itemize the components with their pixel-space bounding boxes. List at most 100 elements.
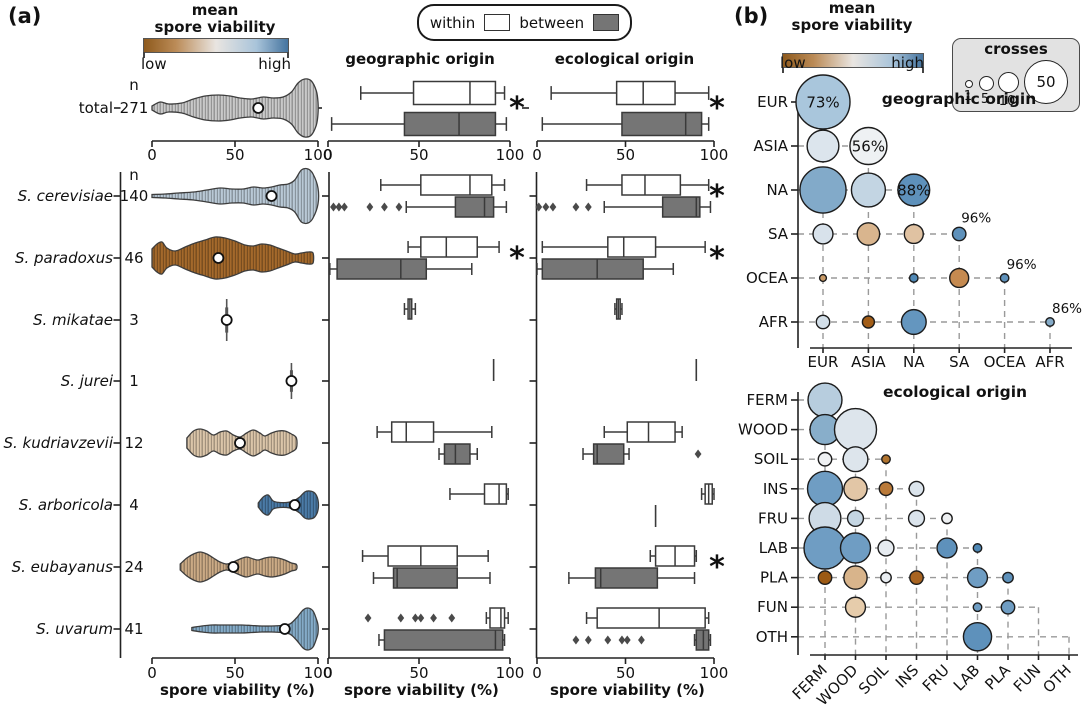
violin-plot xyxy=(151,78,320,651)
crosses-size-5-label: 5 xyxy=(980,92,990,107)
geo-bubble-ocea-ocea xyxy=(999,273,1010,283)
mean-dot-s-arboricola xyxy=(288,499,301,511)
eco-row-label-ins: INS xyxy=(763,480,788,498)
eco-bubble-soil-soil xyxy=(881,454,891,465)
eco-boxplot: **** xyxy=(535,80,725,651)
svg-text:0: 0 xyxy=(532,146,542,164)
within-swatch xyxy=(484,14,511,31)
geo-xaxis-title: spore viability (%) xyxy=(344,681,499,699)
n-value-s-uvarum: 41 xyxy=(124,620,143,638)
svg-text:50: 50 xyxy=(616,664,635,682)
geo-box-s-arboricola xyxy=(449,483,509,505)
within-label: within xyxy=(429,13,476,32)
crosses-size-1-circle xyxy=(965,80,973,88)
geo-bubble-sa-asia xyxy=(856,222,881,246)
eco-bubble-fru-ins xyxy=(907,509,926,528)
eco-row-label-wood: WOOD xyxy=(738,421,788,439)
crosses-legend-title: crosses xyxy=(984,40,1048,58)
eco-col-label-fru: FRU xyxy=(919,661,953,695)
svg-text:100: 100 xyxy=(700,146,729,164)
eco-bubble-pla-ins xyxy=(909,570,924,586)
crosses-size-50-circle: 50 xyxy=(1024,60,1068,104)
geo-col-label-sa: SA xyxy=(949,353,970,371)
row-label-s-uvarum: S. uvarum xyxy=(36,620,113,638)
eco-bubble-lab-wood xyxy=(839,532,872,564)
geo-box-total: * xyxy=(330,80,525,137)
mean-dot-s-mikatae xyxy=(220,314,233,326)
eco-bubble-ins-ferm xyxy=(806,470,844,507)
n-value-s-kudriavzevii: 12 xyxy=(124,434,143,452)
colorbar-b-gradient xyxy=(782,53,924,73)
geo-col-label-na: NA xyxy=(903,353,925,371)
violin-s-paradoxus xyxy=(151,236,315,280)
crosses-size-5-circle xyxy=(979,76,994,91)
eco-col-label-oth: OTH xyxy=(1039,661,1075,697)
geo-boxplot: ** xyxy=(329,80,525,651)
geo-box-s-uvarum xyxy=(364,607,509,651)
geo-col-label-asia: ASIA xyxy=(851,353,886,371)
eco-row-label-lab: LAB xyxy=(759,539,788,557)
eco-box-s-uvarum xyxy=(572,607,712,651)
geo-bubble-afr-eur xyxy=(815,314,831,330)
geo-box-s-cerevisiae xyxy=(330,174,508,218)
eco-row-label-ferm: FERM xyxy=(747,391,788,409)
violin-s-kudriavzevii xyxy=(186,428,298,458)
eco-bubble-pla-lab xyxy=(966,566,989,589)
n-value-s-jurei: 1 xyxy=(129,372,139,390)
eco-matrix-title: ecological origin xyxy=(882,383,1028,401)
eco-bubble-fun-lab xyxy=(972,602,983,613)
colorbar-a-title-line1: mean xyxy=(191,1,239,19)
mean-dot-total xyxy=(252,102,265,114)
mean-dot-s-jurei xyxy=(285,375,298,387)
eco-bubble-lab-ferm xyxy=(803,526,847,570)
eco-bubble-oth-lab xyxy=(962,622,993,652)
eco-row-label-fun: FUN xyxy=(757,598,788,616)
colorbar-b-title: mean spore viability xyxy=(780,0,924,34)
colorbar-b-low-label: low xyxy=(780,54,806,72)
geo-bubble-na-eur xyxy=(799,166,847,214)
geo-significance-star-total: * xyxy=(509,91,525,126)
mean-dot-s-kudriavzevii xyxy=(234,437,246,449)
crosses-size-10-label: 10 xyxy=(998,94,1016,109)
svg-text:50: 50 xyxy=(225,664,244,682)
eco-row-label-fru: FRU xyxy=(758,509,788,527)
eco-box-s-cerevisiae: * xyxy=(535,174,725,218)
eco-col-label-pla: PLA xyxy=(981,661,1014,694)
geo-pct-ocea: 96% xyxy=(1007,257,1037,273)
between-label: between xyxy=(519,13,585,32)
geo-bubble-sa-eur xyxy=(812,223,834,245)
geo-col-label-afr: AFR xyxy=(1035,353,1064,371)
eco-bubble-fru-fru xyxy=(941,512,953,525)
mean-dot-s-cerevisiae xyxy=(265,190,278,202)
colorbar-b-title-line2: spore viability xyxy=(791,16,913,34)
colorbar-a-right-tick xyxy=(287,52,289,58)
eco-row-label-pla: PLA xyxy=(760,569,789,587)
svg-text:100: 100 xyxy=(496,664,525,682)
violin-s-mikatae xyxy=(220,299,233,341)
colorbar-a-ends: low high xyxy=(141,55,291,73)
row-label-s-kudriavzevii: S. kudriavzevii xyxy=(4,434,114,452)
mean-dot-s-eubayanus xyxy=(227,561,240,573)
colorbar-b-left-tick xyxy=(782,67,784,73)
eco-bubble-lab-soil xyxy=(877,539,895,557)
eco-box-s-paradoxus: * xyxy=(536,236,725,280)
row-label-s-eubayanus: S. eubayanus xyxy=(12,558,114,576)
eco-bubble-pla-soil xyxy=(880,571,892,584)
geo-pct-asia: 56% xyxy=(852,138,885,156)
violin-s-uvarum xyxy=(191,607,319,651)
eco-col-label-ins: INS xyxy=(892,661,923,692)
svg-text:50: 50 xyxy=(409,146,428,164)
geo-row-label-eur: EUR xyxy=(757,93,788,111)
row-label-s-mikatae: S. mikatae xyxy=(33,311,113,329)
geo-bubble-eur-eur xyxy=(795,74,851,130)
colorbar-a-title: mean spore viability xyxy=(142,2,288,36)
eco-significance-star-s-cerevisiae: * xyxy=(709,179,725,214)
svg-text:0: 0 xyxy=(532,664,542,682)
eco-bubble-pla-ferm xyxy=(817,570,833,586)
geo-bubble-sa-na xyxy=(903,223,924,245)
row-label-s-cerevisiae: S. cerevisiae xyxy=(18,187,113,205)
geo-bubble-ocea-eur xyxy=(818,273,828,283)
